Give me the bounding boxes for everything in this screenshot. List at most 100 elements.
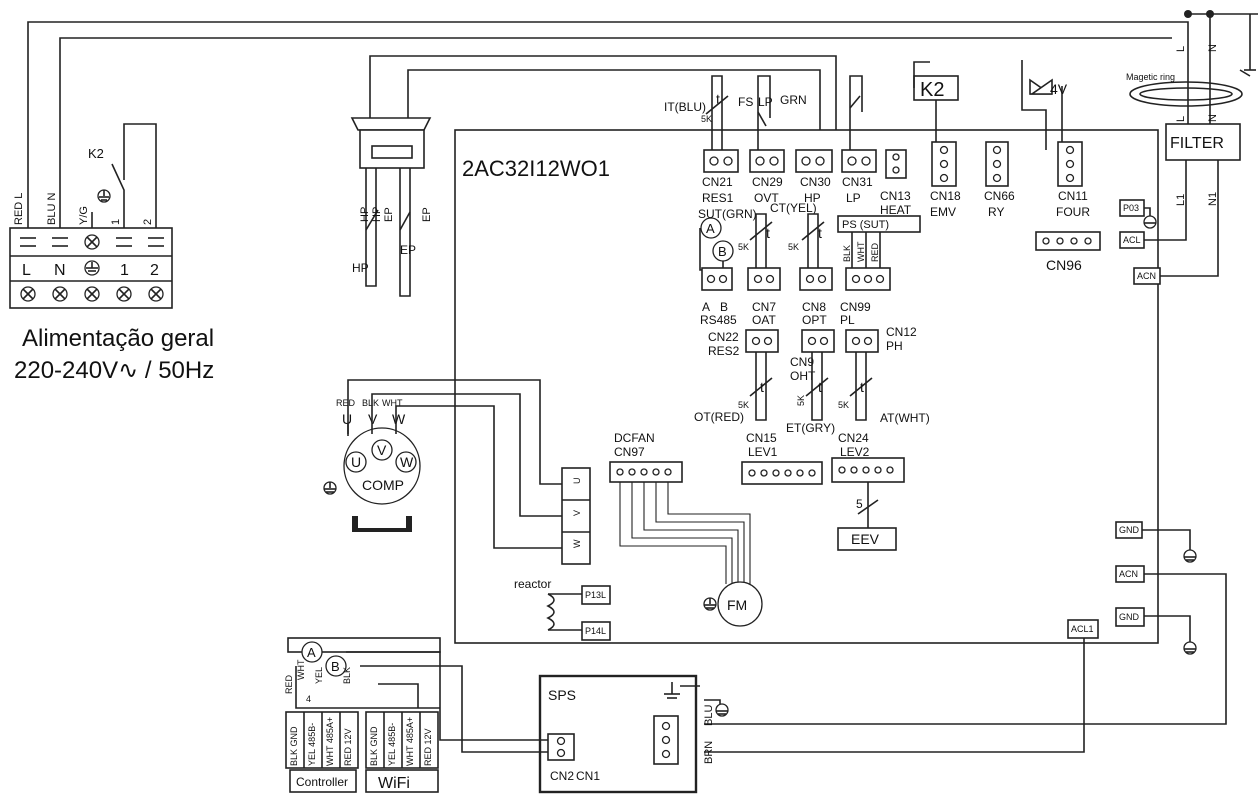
emv-label: EMV xyxy=(930,205,956,219)
comp-wire-wht: WHT xyxy=(382,398,403,408)
reactor-label: reactor xyxy=(514,577,551,591)
connector-cn11: 4V CN11 FOUR xyxy=(1021,60,1090,219)
terminal-label-1: 1 xyxy=(120,262,129,279)
comp-wire-blk: BLK xyxy=(362,398,379,408)
dc-fan: DCFAN CN97 FM xyxy=(609,431,763,627)
cn31-label: CN31 xyxy=(842,175,873,189)
ot-5k-label: 5K xyxy=(738,400,749,410)
connector-cn12: CN12 PH t 5K AT(WHT) xyxy=(838,325,930,425)
wire-label-red-l: RED L xyxy=(13,193,25,225)
ph-label: PH xyxy=(886,339,903,353)
controller-wifi: A B RED WHT YEL BLK 4 BLK GND YEL 485B- … xyxy=(284,637,548,793)
ctrl-wire-wht: WHT xyxy=(296,659,306,680)
compressor: RED BLK WHT U V W U V W COMP U V W xyxy=(323,379,591,565)
connector-cn21: CN21 RES1 IT(BLU) 5K t xyxy=(664,75,739,205)
sut-grn-label: SUT(GRN) xyxy=(698,207,757,221)
ot-red-label: OT(RED) xyxy=(694,410,744,424)
ctrl-pin-12v: RED 12V xyxy=(343,728,353,766)
wifi-pin-485b: YEL 485B- xyxy=(387,723,397,766)
oat-label: OAT xyxy=(752,313,776,327)
comp-u-label: U xyxy=(342,411,352,427)
at-5k-label: 5K xyxy=(838,400,849,410)
ps-pin-hp1: HP xyxy=(359,207,371,222)
connector-cn29: CN29 OVT FS LP xyxy=(738,75,785,205)
wifi-pin-485a: WHT 485A+ xyxy=(405,717,415,766)
wire-label-blu-n: BLU N xyxy=(46,193,58,225)
cn7-5k-label: 5K xyxy=(738,242,749,252)
rs485-b-label: B xyxy=(720,300,728,314)
pressure-switch: HP HP EP EP HP EP xyxy=(350,55,837,297)
ctrl-pin-485a: WHT 485A+ xyxy=(325,717,335,766)
ct-yel-label: CT(YEL) xyxy=(770,201,817,215)
res2-label: RES2 xyxy=(708,344,740,358)
connector-cn22: CN22 RES2 t 5K OT(RED) xyxy=(694,329,779,424)
fs-label: FS xyxy=(738,95,753,109)
top-k2-label: K2 xyxy=(920,79,944,101)
fm-label: FM xyxy=(727,597,747,613)
cn7-label: CN7 xyxy=(752,300,776,314)
filter-label: FILTER xyxy=(1170,135,1224,152)
et-t-label: t xyxy=(818,379,822,395)
power-caption-line1: Alimentação geral xyxy=(22,325,214,352)
ot-t-label: t xyxy=(760,379,764,395)
cn29-label: CN29 xyxy=(752,175,783,189)
cn13-label: CN13 xyxy=(880,189,911,203)
ps-ep-label: EP xyxy=(400,243,416,257)
comp-board-v: V xyxy=(572,510,582,516)
cn8-5k-label: 5K xyxy=(788,242,799,252)
connector-cn7: t 5K CN7 OAT xyxy=(738,213,781,327)
acn2-label: ACN xyxy=(1119,569,1138,579)
relay-k2-label: K2 xyxy=(88,146,104,161)
connector-cn66: CN66 RY xyxy=(984,141,1015,219)
it-5k-label: 5K xyxy=(701,114,712,124)
eev-label: EEV xyxy=(851,531,880,547)
filter-n1-label: N1 xyxy=(1207,192,1219,206)
connector-cn18: K2 CN18 EMV xyxy=(913,61,961,219)
comp-board-u: U xyxy=(572,478,582,485)
cn21-label: CN21 xyxy=(702,175,733,189)
lev2-label: LEV2 xyxy=(840,445,870,459)
cn66-label: CN66 xyxy=(984,189,1015,203)
cn18-label: CN18 xyxy=(930,189,961,203)
connector-cn15: CN15 LEV1 xyxy=(741,431,823,485)
connector-cn24: CN24 LEV2 5 EEV xyxy=(831,431,905,551)
cn11-label: CN11 xyxy=(1058,189,1088,203)
terminal-label-2: 2 xyxy=(150,262,159,279)
ps-wire-blk: BLK xyxy=(842,245,852,262)
comp-v-label: V xyxy=(368,411,378,427)
board-right-terminals: P03 ACL ACN GND ACN GND ACL1 xyxy=(704,199,1227,753)
comp-label: COMP xyxy=(362,477,404,493)
filter-l1-label: L1 xyxy=(1175,194,1187,206)
comp-board-w: W xyxy=(572,539,582,548)
at-t-label: t xyxy=(860,379,864,395)
hp-label: HP xyxy=(804,191,821,205)
magnetic-ring-label: Magetic ring xyxy=(1126,72,1175,82)
p03-label: P03 xyxy=(1123,203,1139,213)
cn15-label: CN15 xyxy=(746,431,777,445)
rs485-label: RS485 xyxy=(700,313,737,327)
dcfan-label: DCFAN xyxy=(614,431,655,445)
main-pcb xyxy=(454,129,1159,644)
terminal-top-symbols xyxy=(20,234,164,250)
sps-brn-label: BRN xyxy=(703,741,715,764)
cn7-t-label: t xyxy=(766,225,770,241)
comp-w-label: W xyxy=(392,411,406,427)
acl-label: ACL xyxy=(1123,235,1141,245)
heat-label: HEAT xyxy=(880,203,912,217)
et-gry-label: ET(GRY) xyxy=(786,421,835,435)
comp-w-terminal: W xyxy=(400,454,414,470)
comp-v-terminal: V xyxy=(377,442,387,458)
wire-label-2: 2 xyxy=(142,219,154,225)
acn-label: ACN xyxy=(1137,271,1156,281)
ctrl-pin-gnd: BLK GND xyxy=(289,726,299,766)
ctrl-wire-blk: BLK xyxy=(342,667,352,684)
connector-cn8: t 5K CN8 OPT xyxy=(788,213,833,327)
opt-label: OPT xyxy=(802,313,827,327)
wire-label-1: 1 xyxy=(110,219,122,225)
et-5k-label: 5K xyxy=(796,395,806,406)
ps-pin-hp2: HP xyxy=(371,207,383,222)
sps-cn1-label: CN1 xyxy=(576,769,600,783)
ps-wire-wht: WHT xyxy=(856,241,866,262)
connector-cn31: CN31 LP xyxy=(841,75,877,205)
